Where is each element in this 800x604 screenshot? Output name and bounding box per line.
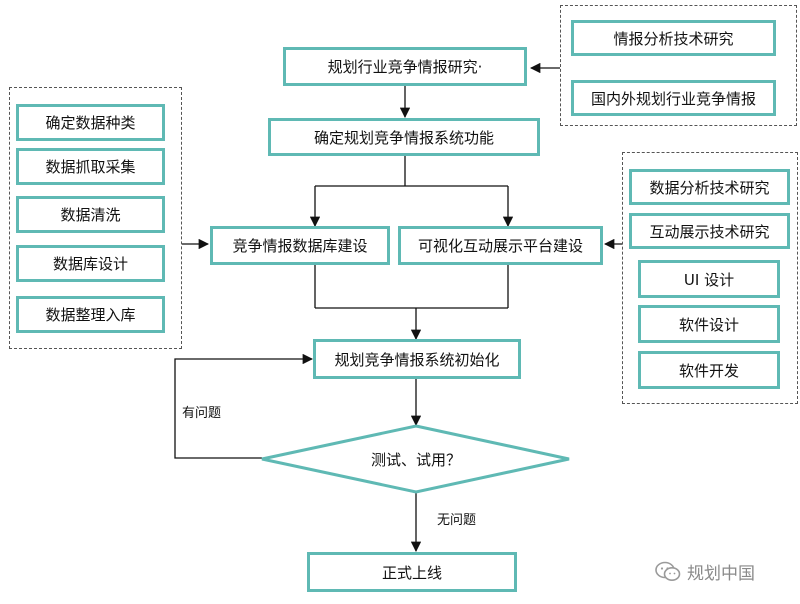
db-step-item: 数据清洗	[16, 196, 165, 233]
db-step-item: 数据库设计	[16, 245, 165, 282]
research-inputs-group	[560, 5, 797, 126]
feedback-loop-line	[174, 353, 314, 459]
platform-step-item: UI 设计	[638, 260, 780, 298]
watermark: 规划中国	[655, 559, 755, 584]
platform-step-item: 软件开发	[638, 351, 780, 389]
platform-steps-group	[622, 152, 798, 404]
db-step-item: 确定数据种类	[16, 104, 165, 141]
research-input-item: 情报分析技术研究	[571, 20, 776, 56]
watermark-text: 规划中国	[687, 564, 755, 584]
no-issue-label: 无问题	[437, 513, 477, 528]
db-steps-group	[9, 87, 182, 349]
has-issue-label: 有问题	[182, 406, 222, 421]
go-live-box: 正式上线	[307, 552, 517, 592]
platform-step-item: 数据分析技术研究	[629, 169, 790, 205]
init-box: 规划竞争情报系统初始化	[313, 339, 521, 379]
research-input-item: 国内外规划行业竞争情报	[571, 80, 776, 116]
db-build-box: 竞争情报数据库建设	[210, 226, 390, 265]
decision-label: 测试、试用？	[370, 450, 461, 469]
define-functions-box: 确定规划竞争情报系统功能	[268, 118, 540, 156]
decision-diamond	[261, 424, 570, 494]
db-step-item: 数据整理入库	[16, 296, 165, 333]
viz-platform-box: 可视化互动展示平台建设	[398, 226, 603, 265]
wechat-icon	[655, 561, 681, 581]
platform-step-item: 互动展示技术研究	[629, 213, 790, 249]
research-box: 规划行业竞争情报研究·	[283, 47, 527, 86]
platform-step-item: 软件设计	[638, 305, 780, 343]
db-step-item: 数据抓取采集	[16, 148, 165, 185]
